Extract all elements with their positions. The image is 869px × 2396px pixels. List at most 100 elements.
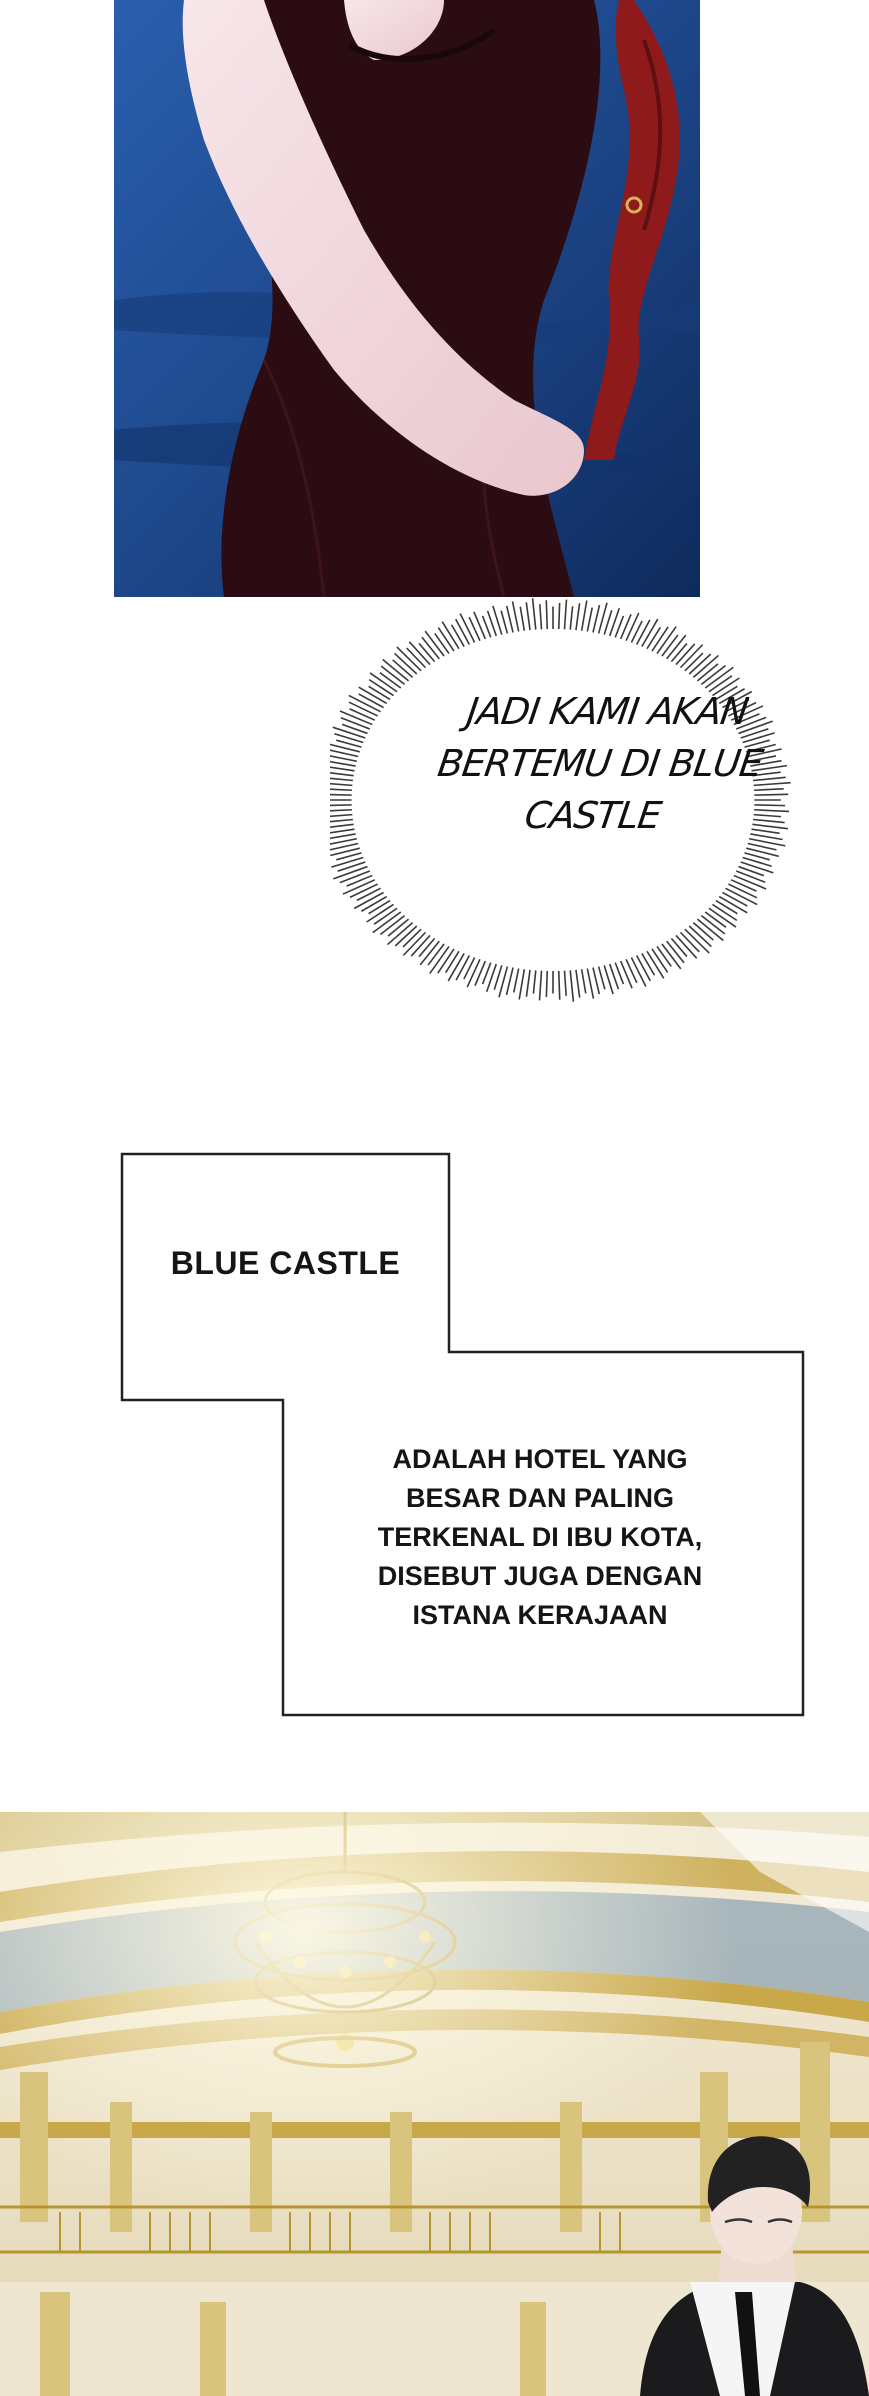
burst-ray xyxy=(700,914,726,935)
burst-ray xyxy=(661,943,682,970)
burst-ray xyxy=(424,630,445,657)
burst-ray xyxy=(459,613,476,643)
burst-ray xyxy=(485,963,498,992)
comic-panel-ballroom xyxy=(0,1812,869,2396)
burst-ray xyxy=(492,605,503,635)
burst-ray xyxy=(749,755,777,763)
burst-ray xyxy=(744,852,770,861)
burst-ray xyxy=(740,728,769,739)
burst-ray xyxy=(331,856,364,868)
burst-ray xyxy=(330,743,360,753)
burst-ray xyxy=(753,776,786,782)
burst-ray xyxy=(402,928,422,948)
burst-ray xyxy=(332,726,366,739)
burst-ray xyxy=(597,602,608,634)
burst-ray xyxy=(718,895,748,914)
burst-ray xyxy=(670,642,688,663)
burst-ray xyxy=(635,619,651,645)
burst-ray xyxy=(641,618,659,647)
burst-ray xyxy=(330,793,352,796)
comic-panel-figure xyxy=(114,0,700,597)
burst-ray xyxy=(368,678,394,697)
burst-ray xyxy=(753,813,782,818)
burst-ray xyxy=(368,685,391,701)
burst-ray xyxy=(468,616,481,641)
burst-ray xyxy=(656,945,672,967)
burst-ray xyxy=(330,842,359,851)
burst-ray xyxy=(481,615,492,638)
burst-ray xyxy=(441,621,460,650)
burst-ray xyxy=(746,847,779,858)
burst-ray xyxy=(392,659,414,678)
burst-ray xyxy=(603,965,614,995)
burst-ray xyxy=(580,600,588,631)
burst-ray xyxy=(696,918,724,942)
burst-ray xyxy=(539,604,543,630)
burst-ray xyxy=(330,771,354,777)
burst-ray xyxy=(630,620,643,643)
burst-ray xyxy=(614,962,625,985)
burst-ray xyxy=(366,903,394,923)
burst-ray xyxy=(406,647,427,669)
burst-ray xyxy=(408,641,431,666)
burst-ray xyxy=(380,665,406,686)
burst-ray xyxy=(725,698,750,713)
burst-ray xyxy=(580,969,587,994)
burst-ray xyxy=(651,626,669,652)
burst-ray xyxy=(575,969,581,998)
burst-ray xyxy=(569,970,575,1002)
burst-ray xyxy=(369,672,398,693)
burst-ray xyxy=(356,887,381,902)
narration-line: ISTANA KERAJAAN xyxy=(412,1600,668,1630)
burst-ray xyxy=(427,943,445,966)
burst-ray xyxy=(679,931,700,953)
burst-ray xyxy=(337,861,366,872)
burst-ray xyxy=(418,642,436,663)
burst-ray xyxy=(688,653,712,675)
burst-ray xyxy=(330,804,352,807)
burst-ray xyxy=(708,907,737,928)
burst-ray xyxy=(646,950,665,979)
burst-speech-bubble xyxy=(330,598,791,1002)
burst-ray xyxy=(656,626,677,655)
burst-ray xyxy=(330,760,356,767)
burst-ray xyxy=(340,717,371,730)
burst-ray xyxy=(339,710,373,726)
burst-ray xyxy=(666,940,685,964)
burst-ray xyxy=(592,604,601,633)
burst-line: JADI KAMI AKAN xyxy=(464,690,751,733)
narration-box-frame xyxy=(120,1152,805,1717)
burst-ray xyxy=(330,749,359,758)
burst-ray xyxy=(382,658,410,682)
burst-ray xyxy=(738,865,765,877)
burst-ray xyxy=(586,607,594,632)
burst-ray xyxy=(538,970,543,1001)
burst-ray xyxy=(402,931,427,956)
burst-ray xyxy=(330,808,352,812)
burst-ray xyxy=(410,934,431,957)
burst-ray xyxy=(368,899,391,915)
burst-ray xyxy=(349,883,378,899)
burst-ray xyxy=(608,963,620,990)
burst-ray xyxy=(386,922,414,946)
burst-ray xyxy=(512,968,520,993)
burst-ray xyxy=(360,895,388,912)
burst-ray xyxy=(679,644,704,669)
burst-ray xyxy=(372,911,402,934)
burst-ray xyxy=(700,664,727,686)
burst-ray xyxy=(498,966,509,998)
burst-ray xyxy=(742,732,775,744)
burst-ray xyxy=(630,957,647,987)
burst-ray xyxy=(532,970,537,994)
burst-ray xyxy=(348,694,381,713)
burst-ray xyxy=(744,739,770,748)
burst-ray xyxy=(586,968,595,999)
burst-ray xyxy=(518,969,526,1000)
burst-ray xyxy=(625,959,638,984)
narration-title: BLUE CASTLE xyxy=(170,1245,401,1281)
burst-ray xyxy=(333,865,368,880)
burst-ray xyxy=(751,828,780,835)
burst-ray xyxy=(437,948,455,974)
burst-ray xyxy=(728,883,758,899)
burst-ray xyxy=(525,969,531,997)
